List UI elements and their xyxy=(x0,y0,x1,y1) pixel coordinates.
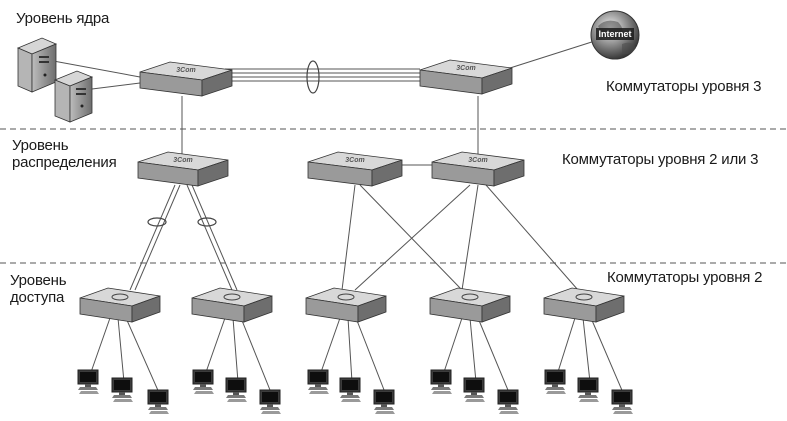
access-switch-3 xyxy=(305,287,387,323)
access-switch-2 xyxy=(191,287,273,323)
layer23-switches-label: Коммутаторы уровня 2 или 3 xyxy=(562,151,759,168)
svg-text:3Com: 3Com xyxy=(456,65,475,72)
svg-text:3Com: 3Com xyxy=(176,67,195,74)
server-icon xyxy=(16,37,58,93)
distribution-switch-right: 3Com xyxy=(431,151,525,187)
svg-text:3Com: 3Com xyxy=(345,157,364,164)
workstation-group-2 xyxy=(192,369,282,415)
workstation-monitor-icon xyxy=(373,389,396,415)
internet-link xyxy=(509,39,599,69)
access-switch-5 xyxy=(543,287,625,323)
workstation-monitor-icon xyxy=(225,377,248,403)
layer2-switches-label: Коммутаторы уровня 2 xyxy=(607,269,763,286)
workstation-monitor-icon xyxy=(259,389,282,415)
access-level-label: Уровень доступа xyxy=(10,272,67,306)
aggregation-ellipse-core xyxy=(306,60,320,94)
svg-text:3Com: 3Com xyxy=(468,157,487,164)
distribution-switch-middle: 3Com xyxy=(307,151,403,187)
server-icon xyxy=(53,70,94,123)
server1-link xyxy=(47,59,141,78)
workstation-monitor-icon xyxy=(339,377,362,403)
svg-text:3Com: 3Com xyxy=(173,157,192,164)
layer3-switches-label: Коммутаторы уровня 3 xyxy=(606,78,762,95)
workstation-monitor-icon xyxy=(307,369,330,395)
workstation-monitor-icon xyxy=(77,369,100,395)
distribution-switch-left: 3Com xyxy=(137,151,229,187)
workstation-monitor-icon xyxy=(497,389,520,415)
workstation-monitor-icon xyxy=(430,369,453,395)
server2-link xyxy=(83,82,141,91)
core-trunk-links xyxy=(225,68,420,82)
core-switch-right: 3Com xyxy=(419,59,513,95)
workstation-monitor-icon xyxy=(192,369,215,395)
access-switch-4 xyxy=(429,287,511,323)
workstation-monitor-icon xyxy=(611,389,634,415)
core-switch-left: 3Com xyxy=(139,61,233,97)
access-workstation-links xyxy=(89,317,625,396)
core-level-label: Уровень ядра xyxy=(16,10,110,27)
distribution-level-label: Уровень распределения xyxy=(12,137,117,171)
aggregation-ellipse-left xyxy=(147,217,167,227)
workstation-monitor-icon xyxy=(577,377,600,403)
workstation-monitor-icon xyxy=(463,377,486,403)
access-switch-1 xyxy=(79,287,161,323)
workstation-monitor-icon xyxy=(544,369,567,395)
aggregation-ellipse-right xyxy=(197,217,217,227)
internet-globe-icon: Internet xyxy=(590,10,640,60)
workstation-monitor-icon xyxy=(147,389,170,415)
workstation-monitor-icon xyxy=(111,377,134,403)
distribution-access-links xyxy=(129,184,579,291)
internet-label: Internet xyxy=(598,29,631,39)
